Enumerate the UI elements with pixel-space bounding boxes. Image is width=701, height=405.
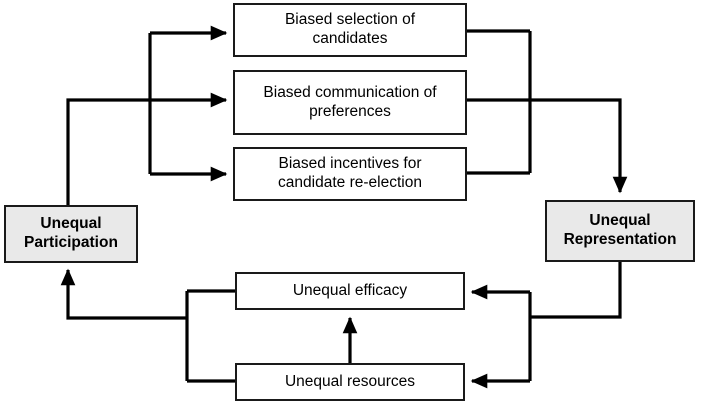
node-unequal-participation[interactable]: Unequal Participation <box>4 205 138 263</box>
node-unequal-representation-label: Unequal Representation <box>563 212 677 248</box>
node-biased-incentives[interactable]: Biased incentives for candidate re-elect… <box>233 147 467 201</box>
node-unequal-efficacy[interactable]: Unequal efficacy <box>235 272 465 310</box>
edge-collector-to-participation <box>60 268 187 320</box>
node-unequal-participation-label: Unequal Participation <box>24 215 118 251</box>
node-biased-incentives-label: Biased incentives for candidate re-elect… <box>278 155 422 191</box>
node-unequal-resources-label: Unequal resources <box>284 372 416 390</box>
node-biased-selection[interactable]: Biased selection of candidates <box>233 3 467 57</box>
node-unequal-representation[interactable]: Unequal Representation <box>545 200 695 262</box>
node-biased-communication-label: Biased communication of preferences <box>263 83 437 120</box>
node-unequal-resources[interactable]: Unequal resources <box>235 363 465 401</box>
node-biased-selection-label: Biased selection of candidates <box>284 11 416 47</box>
node-biased-communication[interactable]: Biased communication of preferences <box>233 70 467 135</box>
edge-collector-to-representation <box>530 98 628 194</box>
node-unequal-efficacy-label: Unequal efficacy <box>292 281 408 299</box>
edge-representation-drop <box>530 262 622 319</box>
edge-participation-riser <box>66 98 150 205</box>
